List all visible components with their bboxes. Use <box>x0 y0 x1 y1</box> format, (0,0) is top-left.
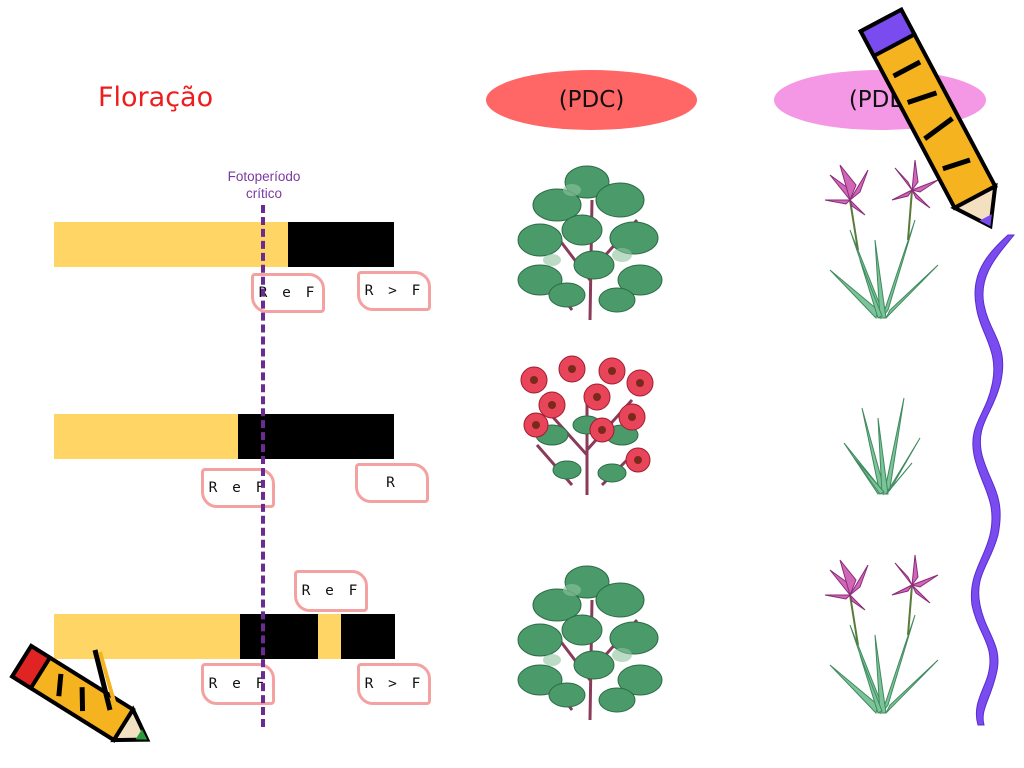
row3-light-bar <box>54 614 240 659</box>
row1-tag-right: R > F <box>357 271 431 311</box>
row3-tag-right: R > F <box>357 663 431 705</box>
row3-light-break <box>318 614 341 659</box>
iris-flowering-icon <box>824 554 939 715</box>
iris-flowering-icon <box>824 159 939 320</box>
row3-dark-bar <box>240 614 395 659</box>
iris-leaves-icon <box>843 397 921 496</box>
plant-leafy-icon <box>517 565 663 721</box>
pencil-icon-top-right <box>857 6 998 230</box>
plant-flowering-icon <box>520 355 654 495</box>
plant-leafy-icon <box>517 165 663 321</box>
wavy-border-icon <box>970 234 1016 726</box>
critical-label-line2: crítico <box>245 186 282 201</box>
row2-light-bar <box>54 414 238 459</box>
row1-light-bar <box>54 222 288 267</box>
critical-photoperiod-line <box>261 205 265 727</box>
critical-label-line1: Fotoperíodo <box>227 169 301 184</box>
page-title: Floração <box>98 82 214 113</box>
pdc-header-label: (PDC) <box>558 87 625 113</box>
row2-tag-right: R <box>355 463 429 503</box>
pencil-icon-bottom-left <box>9 643 151 743</box>
pdc-header: (PDC) <box>486 70 697 130</box>
critical-photoperiod-label: Fotoperíodo crítico <box>214 168 314 202</box>
row1-dark-bar <box>288 222 394 267</box>
row3-tag-top: R e F <box>294 570 368 612</box>
